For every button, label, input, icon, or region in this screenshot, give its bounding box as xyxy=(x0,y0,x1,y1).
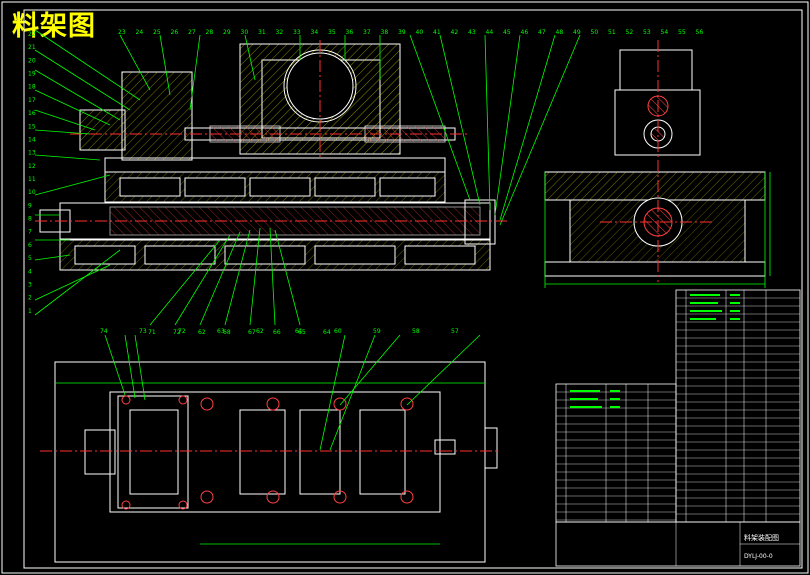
callout-number: 44 xyxy=(486,29,494,36)
callout-number: 62 xyxy=(256,328,264,335)
callout-number: 13 xyxy=(28,150,36,157)
callout-number: 74 xyxy=(100,328,108,335)
callout-number: 57 xyxy=(451,328,459,335)
callout-number: 40 xyxy=(416,29,424,36)
callouts-top: 23 24 25 26 27 28 29 30 31 32 33 34 35 36 37 38 39 40 41 42… xyxy=(118,29,703,36)
plan-bolt-circles xyxy=(121,395,414,510)
callout-number: 68 xyxy=(223,329,231,336)
callout-number: 4 xyxy=(28,268,32,275)
parts-list-entries xyxy=(570,294,740,408)
callout-number: 7 xyxy=(28,229,32,236)
callout-number: 63 xyxy=(217,328,225,335)
callout-number: 14 xyxy=(28,136,36,143)
callout-number: 62 xyxy=(198,329,206,336)
parts-list-columns xyxy=(565,290,800,566)
drawing-title: 料架图 xyxy=(12,11,96,42)
callout-number: 49 xyxy=(573,29,581,36)
callout-number: 48 xyxy=(556,29,564,36)
callout-number: 71 xyxy=(148,329,156,336)
callout-number: 38 xyxy=(381,29,389,36)
leader-lines-plan xyxy=(55,334,485,545)
callout-number: 20 xyxy=(28,57,36,64)
callout-number: 19 xyxy=(28,71,36,78)
callout-number: 65 xyxy=(298,329,306,336)
centerlines-front xyxy=(35,40,510,222)
callout-number: 59 xyxy=(373,328,381,335)
plan-view xyxy=(54,361,498,563)
callout-number: 12 xyxy=(28,163,36,170)
callout-number: 43 xyxy=(468,29,476,36)
callout-number: 23 xyxy=(118,29,126,36)
callouts-bottom-section: 71 72 62 68 67 66 65 64 xyxy=(148,329,331,336)
callout-number: 45 xyxy=(503,29,511,36)
callout-number: 35 xyxy=(328,29,336,36)
callout-number: 26 xyxy=(171,29,179,36)
callout-number: 58 xyxy=(412,328,420,335)
callout-number: 60 xyxy=(334,328,342,335)
callout-number: 15 xyxy=(28,123,36,130)
parts-list-rows xyxy=(556,297,800,521)
callout-number: 42 xyxy=(451,29,459,36)
inner-border xyxy=(23,9,803,569)
callout-number: 64 xyxy=(323,329,331,336)
callout-number: 51 xyxy=(608,29,616,36)
callout-number: 1 xyxy=(28,308,32,315)
callout-number: 10 xyxy=(28,189,36,196)
title-block-drawing-name: 料架装配图 xyxy=(744,533,779,542)
callout-number: 17 xyxy=(28,97,36,104)
callout-number: 31 xyxy=(258,29,266,36)
callout-number: 28 xyxy=(206,29,214,36)
callout-number: 22 xyxy=(28,31,36,38)
callout-number: 37 xyxy=(363,29,371,36)
callout-number: 27 xyxy=(188,29,196,36)
callout-number: 21 xyxy=(28,44,36,51)
callout-number: 54 xyxy=(661,29,669,36)
callout-number: 53 xyxy=(643,29,651,36)
title-block-drawing-number: DYLJ-00-0 xyxy=(744,553,773,560)
callout-number: 52 xyxy=(626,29,634,36)
callout-number: 73 xyxy=(139,328,147,335)
callout-number: 50 xyxy=(591,29,599,36)
callout-number: 11 xyxy=(28,176,36,183)
callout-number: 5 xyxy=(28,255,32,262)
callout-number: 47 xyxy=(538,29,546,36)
callout-number: 41 xyxy=(433,29,441,36)
callout-number: 34 xyxy=(311,29,319,36)
callout-number: 72 xyxy=(178,328,186,335)
callout-number: 32 xyxy=(276,29,284,36)
callout-number: 29 xyxy=(223,29,231,36)
callout-number: 16 xyxy=(28,110,36,117)
front-elevation-view xyxy=(39,43,496,271)
callout-number: 25 xyxy=(153,29,161,36)
parts-list xyxy=(555,289,801,567)
callout-number: 33 xyxy=(293,29,301,36)
callout-number: 46 xyxy=(521,29,529,36)
callout-number: 67 xyxy=(248,329,256,336)
side-elevation-view xyxy=(544,49,766,277)
leader-lines-front xyxy=(34,29,581,326)
callout-number: 3 xyxy=(28,281,32,288)
callout-number: 56 xyxy=(696,29,704,36)
centerlines-side xyxy=(600,40,715,282)
callout-number: 2 xyxy=(28,295,32,302)
callout-number: 61 xyxy=(295,328,303,335)
callout-number: 66 xyxy=(273,329,281,336)
callout-number: 18 xyxy=(28,84,36,91)
callout-number: 9 xyxy=(28,202,32,209)
callout-number: 8 xyxy=(28,216,32,223)
dimension-lines-side xyxy=(544,172,771,288)
callout-number: 72 xyxy=(173,329,181,336)
callout-number: 39 xyxy=(398,29,406,36)
callout-number: 55 xyxy=(678,29,686,36)
callout-number: 36 xyxy=(346,29,354,36)
callout-number: 30 xyxy=(241,29,249,36)
callout-number: 6 xyxy=(28,242,32,249)
callout-number: 24 xyxy=(136,29,144,36)
callouts-plan-view: 74 73 72 63 62 61 60 59 58 57 xyxy=(100,328,459,335)
